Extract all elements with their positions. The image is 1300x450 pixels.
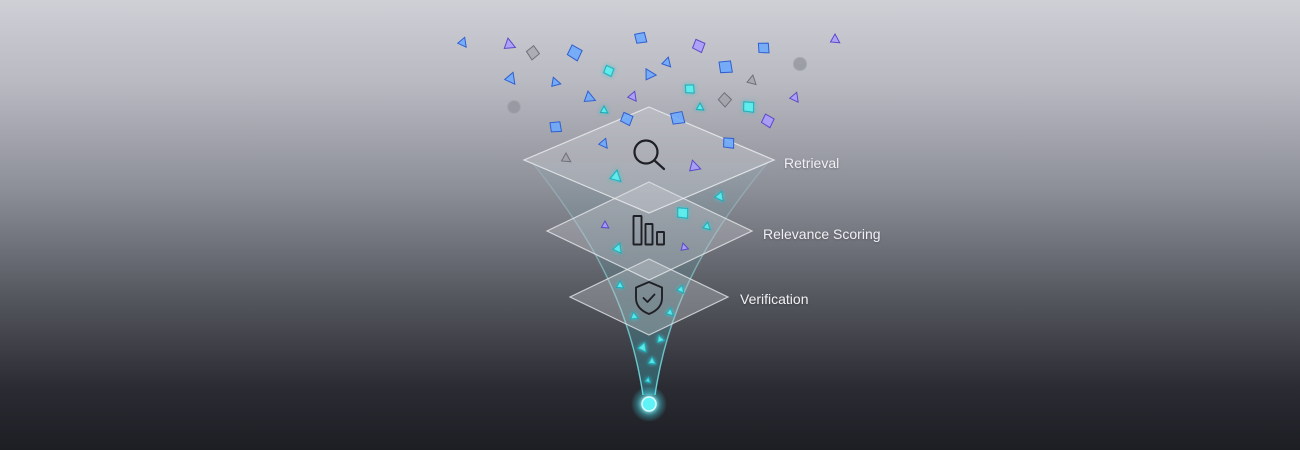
data-fragment [636,341,647,353]
data-fragment [619,111,634,127]
data-fragment [718,60,733,74]
data-fragment [645,67,658,81]
data-fragment [456,36,467,48]
data-fragment [684,84,695,94]
data-fragment [757,42,770,54]
bar-chart-icon [632,215,665,246]
funnel-edge-right [654,161,769,396]
data-fragment [723,137,735,149]
data-fragment [600,219,610,229]
data-fragment [611,242,622,254]
funnel-body [532,162,768,395]
data-fragment [615,279,625,289]
relevance-scoring-plane [545,181,754,281]
data-fragment [660,56,672,68]
data-fragment [677,207,689,219]
search-icon [633,139,666,171]
data-fragment [788,91,799,103]
data-fragment [644,376,652,384]
data-fragment-disc [793,57,807,71]
data-fragment [717,91,733,108]
data-fragment [503,71,516,86]
verification-label: Verification [740,291,809,307]
data-fragment [675,284,685,294]
data-fragment [665,307,674,317]
data-fragment [551,76,562,88]
output-dot [641,396,657,412]
data-fragment [680,242,690,251]
verification-plane [568,258,730,336]
data-fragment [695,101,705,111]
data-fragment [691,38,706,54]
data-fragment-disc [507,100,521,114]
data-fragment [626,90,637,102]
data-fragment [583,90,597,103]
retrieval-label: Retrieval [784,155,840,171]
data-fragment [503,37,517,50]
data-fragment [549,121,563,133]
data-fragment [609,169,622,183]
data-fragment [713,190,724,202]
shield-check-icon [635,281,663,315]
data-fragment [603,64,615,78]
data-fragment [560,151,572,163]
data-fragment [743,101,755,113]
data-fragment [599,104,609,114]
data-fragments [456,31,841,384]
data-fragment [525,44,541,61]
data-fragment [746,74,757,86]
relevance-scoring-label: Relevance Scoring [763,226,881,242]
data-fragment [566,44,583,62]
data-fragment [760,113,775,129]
funnel-edge-left [531,161,644,396]
data-fragment [689,159,702,172]
data-fragment [656,334,666,344]
data-fragment [829,32,841,44]
data-fragment [634,31,648,44]
data-fragment [669,110,686,125]
data-fragment [597,137,608,149]
data-fragment [630,311,640,320]
data-fragment [647,355,657,365]
data-fragment [702,221,711,231]
